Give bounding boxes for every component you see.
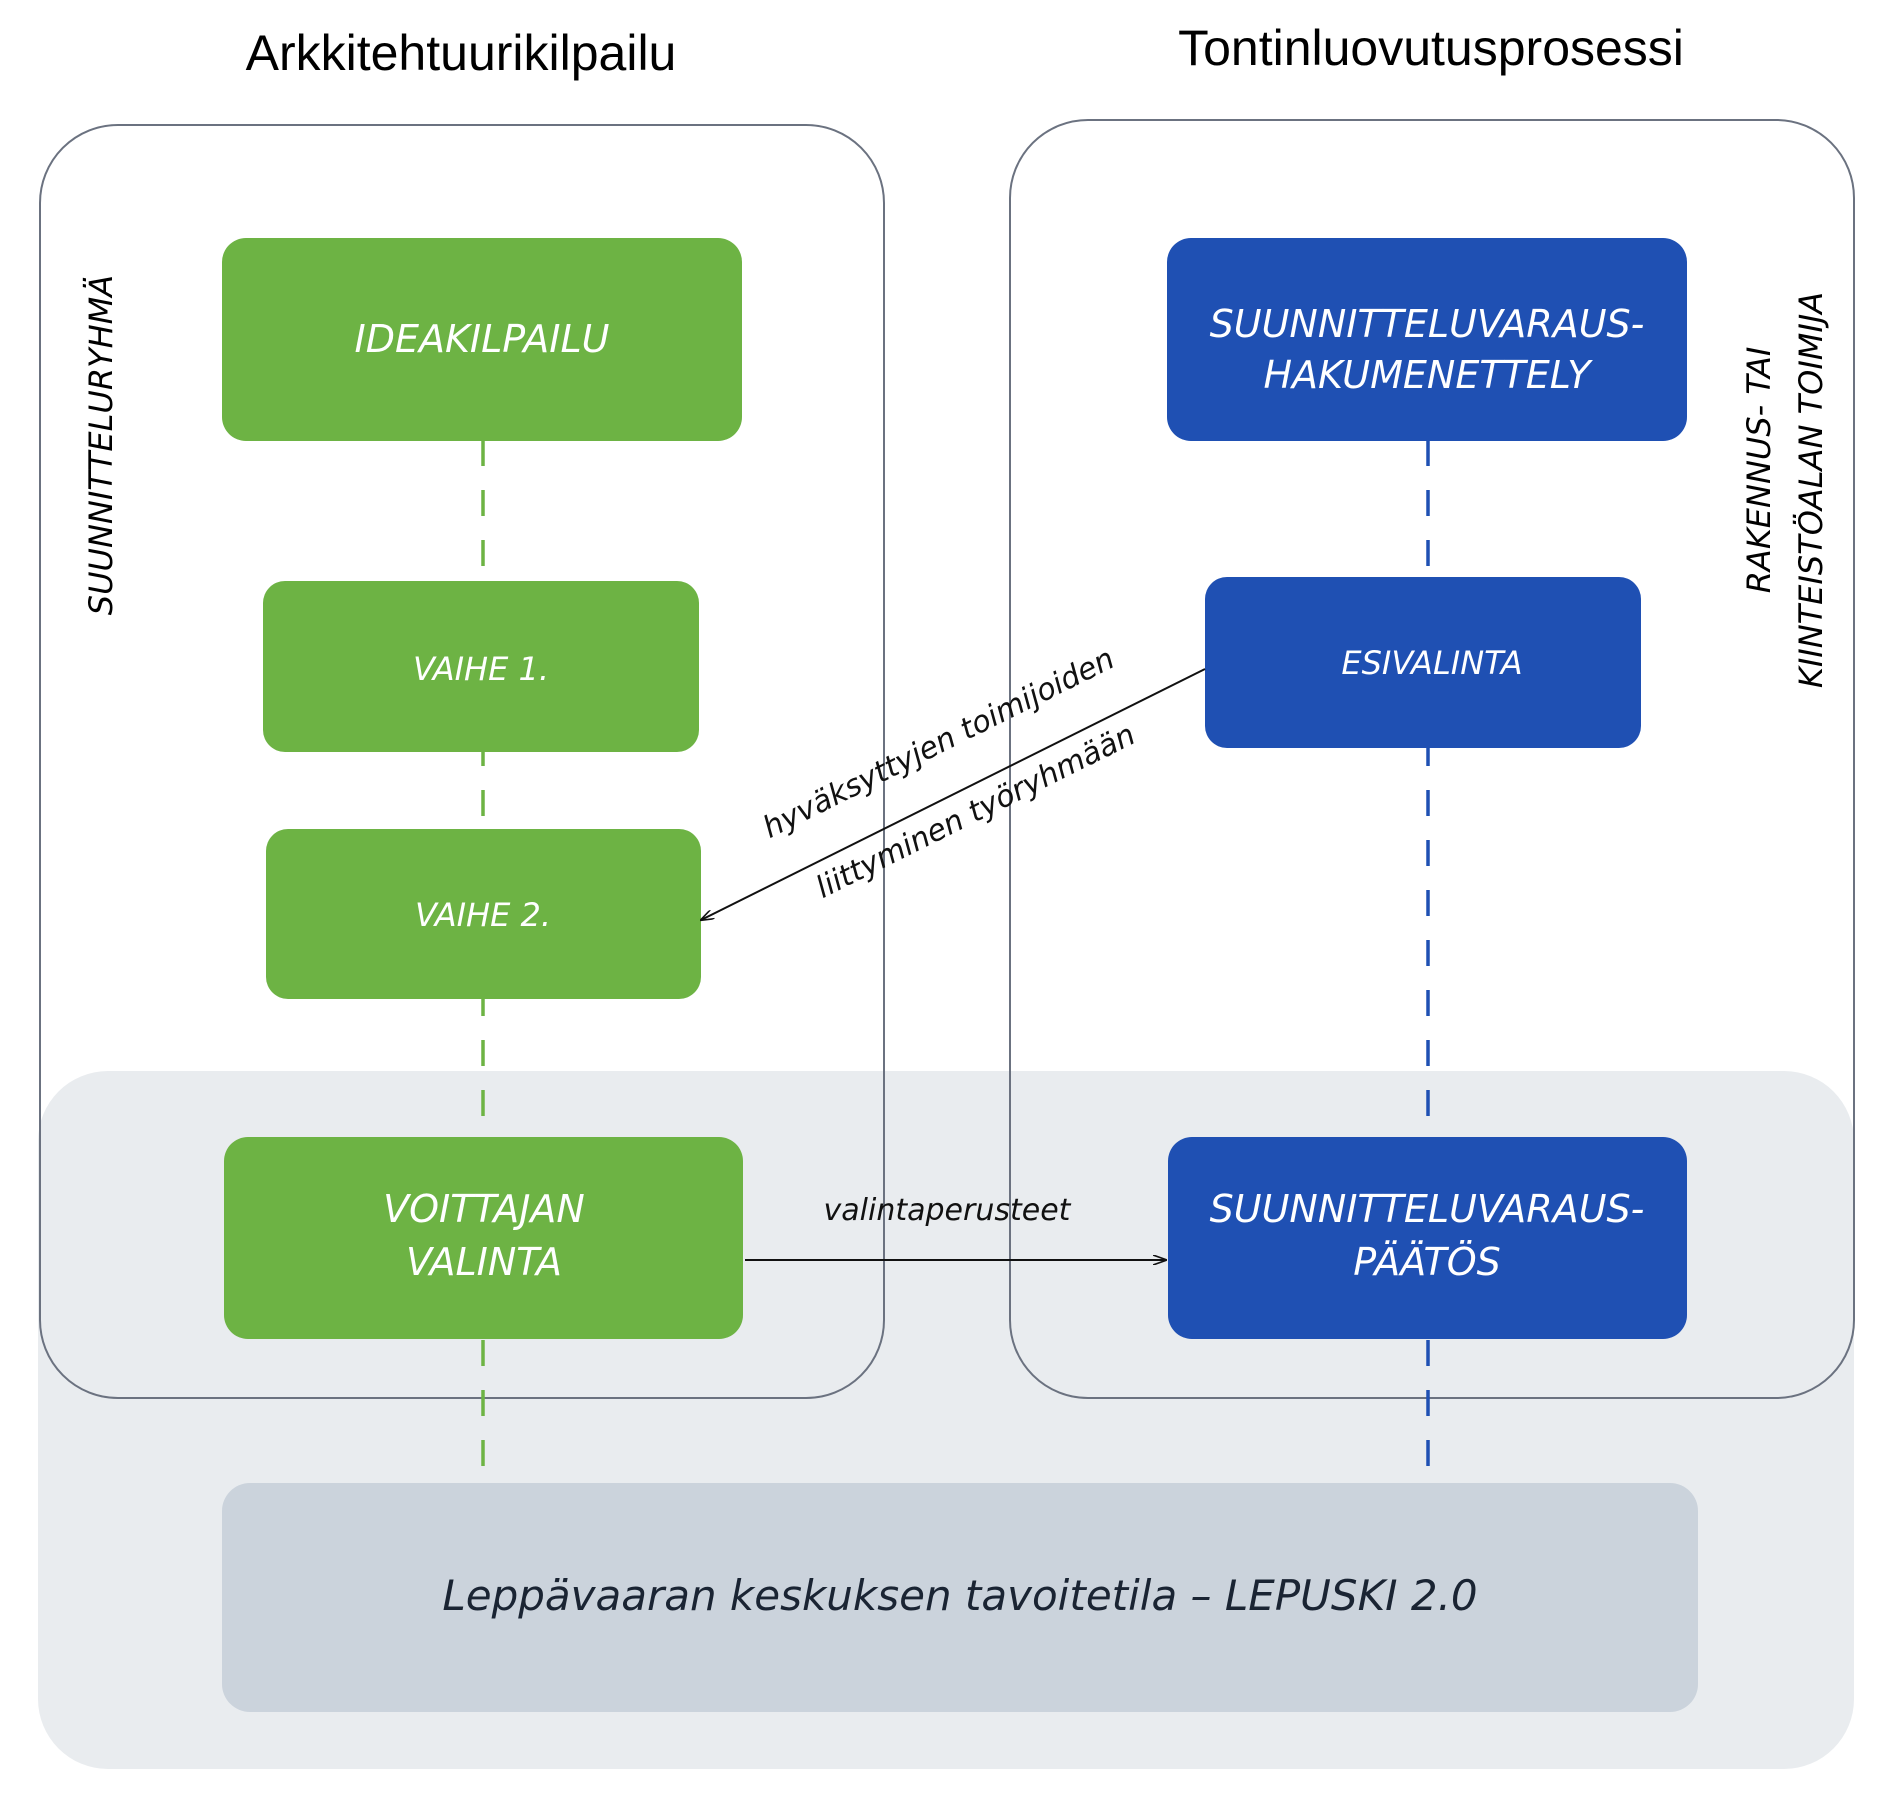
vaihe1-box: VAIHE 1.: [263, 581, 699, 752]
esivalinta-label: ESIVALINTA: [1341, 644, 1522, 682]
right-title: Tontinluovutusprosessi: [1178, 20, 1684, 76]
side-label-right-line2: KIINTEISTÖALAN TOIMIJA: [1792, 292, 1830, 688]
left-frame: [39, 124, 885, 1399]
join-arrow: [701, 668, 1206, 920]
vaihe2-box: VAIHE 2.: [266, 829, 701, 999]
haku-label-line2: HAKUMENETTELY: [1263, 353, 1593, 397]
paatos-label-line2: PÄÄTÖS: [1353, 1240, 1501, 1284]
voittajan-valinta-label-line2: VALINTA: [406, 1240, 562, 1284]
side-label-left: SUUNNITTELURYHMÄ: [82, 275, 120, 615]
side-label-right-line1: RAKENNUS- TAI: [1740, 347, 1778, 594]
criteria-arrow-label: valintaperusteet: [824, 1193, 1072, 1228]
voittajan-valinta-box: VOITTAJAN VALINTA: [224, 1137, 743, 1339]
esivalinta-box: ESIVALINTA: [1205, 577, 1641, 748]
vaihe2-label: VAIHE 2.: [415, 896, 551, 934]
suunnitteluvarauspaatos-box: SUUNNITTELUVARAUS- PÄÄTÖS: [1168, 1137, 1687, 1339]
voittajan-valinta-label-line1: VOITTAJAN: [383, 1187, 585, 1231]
paatos-label-line1: SUUNNITTELUVARAUS-: [1210, 1187, 1645, 1231]
ideakilpailu-label: IDEAKILPAILU: [355, 317, 610, 361]
suunnitteluvaraushakumenettely-box: SUUNNITTELUVARAUS- HAKUMENETTELY: [1167, 238, 1687, 441]
join-arrow-label-line2: liittyminen työryhmään: [811, 717, 1141, 905]
vaihe1-label: VAIHE 1.: [413, 650, 549, 688]
lepuski-bar-label: Leppävaaran keskuksen tavoitetila – LEPU…: [442, 1571, 1477, 1620]
ideakilpailu-box: IDEAKILPAILU: [222, 238, 742, 441]
left-title: Arkkitehtuurikilpailu: [246, 25, 677, 81]
right-frame: [1009, 119, 1855, 1399]
lepuski-bar: Leppävaaran keskuksen tavoitetila – LEPU…: [222, 1483, 1698, 1712]
haku-label-line1: SUUNNITTELUVARAUS-: [1210, 302, 1645, 346]
